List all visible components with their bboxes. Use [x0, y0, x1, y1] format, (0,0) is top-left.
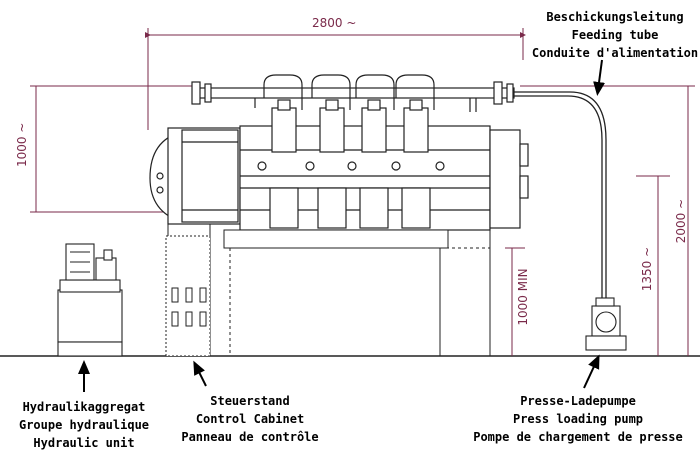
dimension-2800: 2800 ~ — [312, 16, 357, 30]
control-cabinet-label-fr: Panneau de contrôle — [181, 430, 319, 444]
hydraulic-unit-label-fr: Groupe hydraulique — [18, 418, 150, 432]
feeding-tube-label-fr: Conduite d'alimentation — [531, 46, 699, 60]
callout-arrows — [78, 59, 606, 392]
loading-pump-label: Presse-Ladepumpe Press loading pump Pomp… — [458, 392, 698, 446]
top-manifold — [191, 74, 515, 112]
dimension-1000-min: 1000 MIN — [516, 268, 530, 326]
feeding-tube-label: Beschickungsleitung Feeding tube Conduit… — [520, 8, 700, 62]
dimension-lines — [30, 28, 695, 356]
hydraulic-unit-label: Hydraulikaggregat Groupe hydraulique Hyd… — [4, 398, 164, 452]
feeding-tube-label-de: Beschickungsleitung — [546, 10, 684, 24]
hydraulic-unit-label-en: Hydraulic unit — [33, 436, 135, 450]
feeding-tube — [510, 91, 607, 300]
control-cabinet-label-en: Control Cabinet — [195, 412, 305, 426]
dimension-1350: 1350 ~ — [640, 246, 654, 292]
dimension-2000: 2000 ~ — [674, 198, 688, 244]
loading-pump-label-fr: Pompe de chargement de presse — [473, 430, 683, 444]
loading-pump — [585, 297, 627, 351]
dimension-1000-left: 1000 ~ — [15, 122, 29, 167]
loading-pump-label-en: Press loading pump — [512, 412, 644, 426]
hydraulic-unit-label-de: Hydraulikaggregat — [22, 400, 146, 414]
loading-pump-label-de: Presse-Ladepumpe — [520, 394, 636, 408]
control-cabinet — [165, 235, 211, 357]
control-cabinet-label-de: Steuerstand — [210, 394, 290, 408]
control-cabinet-label: Steuerstand Control Cabinet Panneau de c… — [170, 392, 330, 446]
hydraulic-unit — [57, 243, 123, 357]
feeding-tube-label-en: Feeding tube — [571, 28, 659, 42]
press-stand — [167, 224, 491, 356]
press-body — [149, 99, 529, 231]
